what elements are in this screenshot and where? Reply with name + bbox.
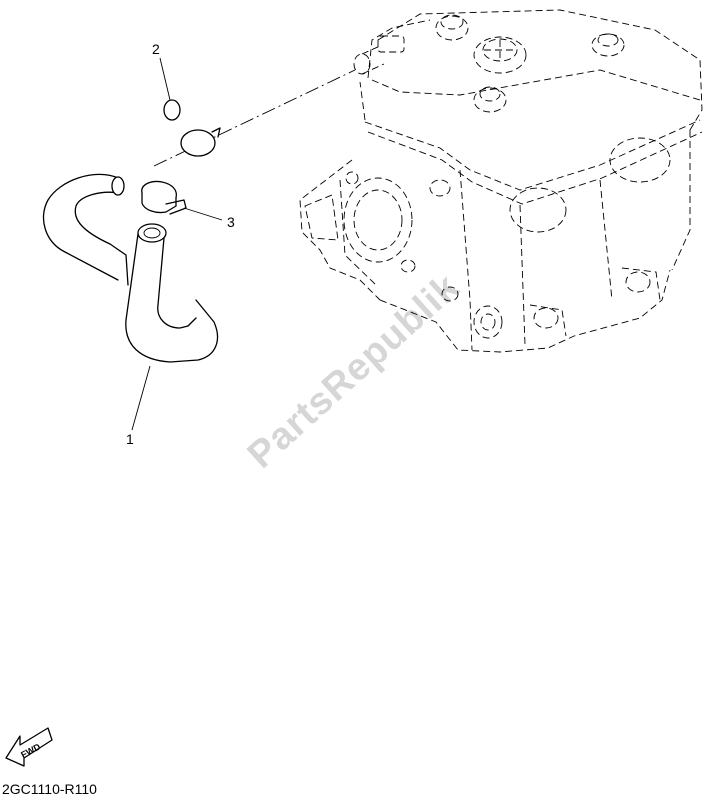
leader-line-3 (183, 207, 223, 221)
fwd-label: FWD (19, 741, 42, 760)
callout-3: 3 (227, 214, 235, 230)
fwd-arrow-icon: FWD (5, 727, 53, 767)
o-ring[interactable] (163, 99, 221, 157)
callout-1: 1 (126, 431, 134, 447)
hose-clamp[interactable] (141, 180, 187, 215)
hose[interactable] (42, 173, 219, 363)
watermark: PartsRepublik (240, 266, 468, 477)
alignment-line (153, 69, 356, 167)
callout-2: 2 (152, 41, 160, 57)
leader-line-1 (131, 365, 151, 431)
leader-line-2 (159, 57, 171, 101)
cylinder-head-drawing (299, 9, 703, 353)
drawing-code: 2GC1110-R110 (2, 781, 97, 797)
